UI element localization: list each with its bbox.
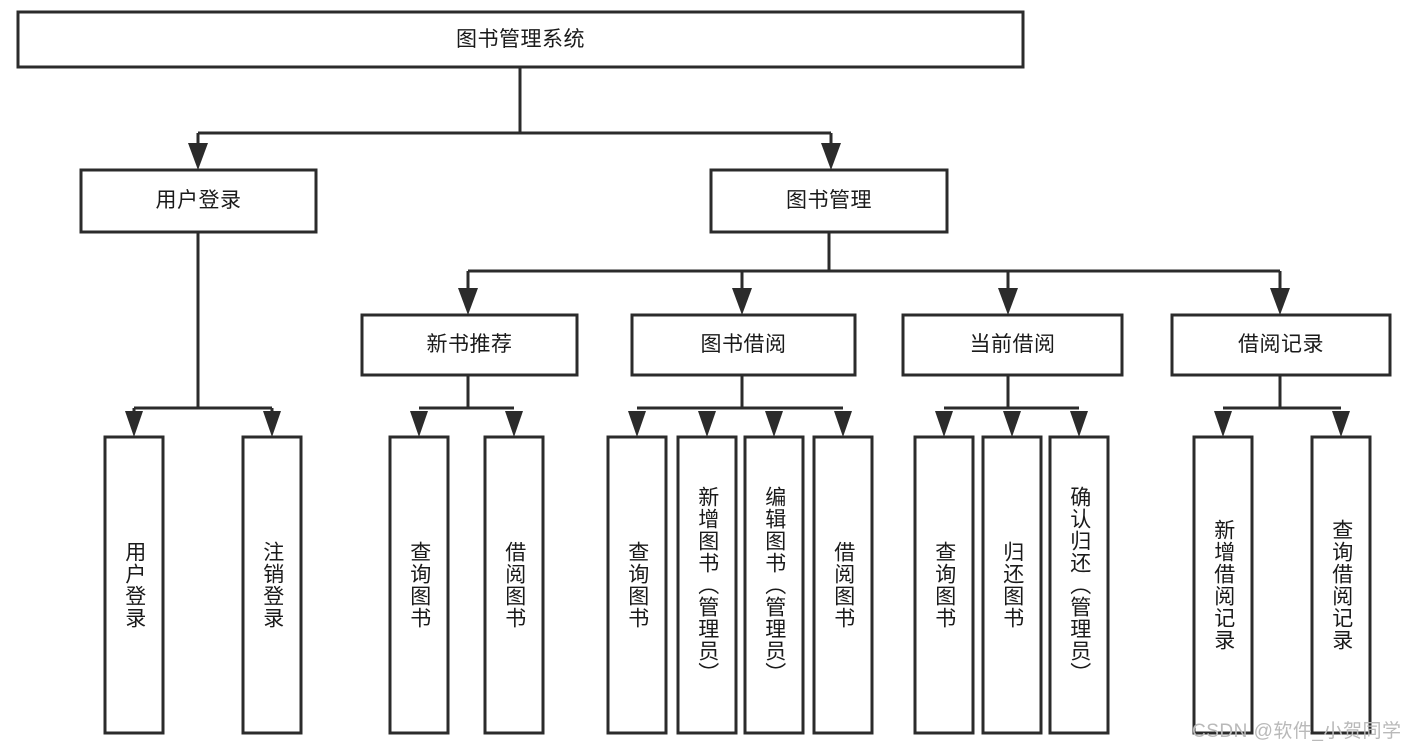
arrow-head-book-borrow xyxy=(732,288,752,315)
node-box-borrow-record[interactable] xyxy=(1170,313,1392,377)
node-box-leaf-add-book[interactable] xyxy=(676,435,738,735)
arrow-head-leaf-query-book-1 xyxy=(410,411,428,437)
node-box-leaf-borrow-book-1[interactable] xyxy=(483,435,545,735)
node-box-leaf-query-book-2[interactable] xyxy=(606,435,668,735)
node-box-leaf-query-record[interactable] xyxy=(1310,435,1372,735)
node-box-leaf-user-login[interactable] xyxy=(103,435,165,735)
arrow-head-leaf-borrow-book-1 xyxy=(505,411,523,437)
node-box-leaf-confirm-return[interactable] xyxy=(1048,435,1110,735)
arrow-head-leaf-query-book-3 xyxy=(935,411,953,437)
node-box-leaf-add-record[interactable] xyxy=(1192,435,1254,735)
node-box-leaf-query-book-3[interactable] xyxy=(913,435,975,735)
node-box-root[interactable] xyxy=(16,10,1025,69)
arrow-head-leaf-confirm-return xyxy=(1070,411,1088,437)
arrow-head-leaf-user-login xyxy=(125,411,143,437)
arrow-head-leaf-return-book xyxy=(1003,411,1021,437)
arrow-head-borrow-record xyxy=(1270,288,1290,315)
arrow-head-leaf-add-book xyxy=(698,411,716,437)
arrow-head-current-borrow xyxy=(998,288,1018,315)
arrow-head-leaf-logout-login xyxy=(263,411,281,437)
arrow-head-book-management xyxy=(821,143,841,170)
node-box-new-book-recommend[interactable] xyxy=(360,313,579,377)
arrow-head-leaf-query-record xyxy=(1332,411,1350,437)
arrow-head-leaf-query-book-2 xyxy=(628,411,646,437)
arrow-head-leaf-borrow-book-2 xyxy=(834,411,852,437)
node-box-current-borrow[interactable] xyxy=(901,313,1124,377)
node-box-book-borrow[interactable] xyxy=(630,313,857,377)
node-box-leaf-query-book-1[interactable] xyxy=(388,435,450,735)
node-box-leaf-return-book[interactable] xyxy=(981,435,1043,735)
arrow-head-user-login xyxy=(188,143,208,170)
arrow-head-leaf-add-record xyxy=(1214,411,1232,437)
arrow-head-leaf-edit-book xyxy=(765,411,783,437)
node-box-leaf-logout-login[interactable] xyxy=(241,435,303,735)
node-box-book-management[interactable] xyxy=(709,168,949,234)
node-box-leaf-borrow-book-2[interactable] xyxy=(812,435,874,735)
node-box-user-login[interactable] xyxy=(79,168,318,234)
arrow-head-new-book-recommend xyxy=(458,288,478,315)
node-box-leaf-edit-book[interactable] xyxy=(743,435,805,735)
